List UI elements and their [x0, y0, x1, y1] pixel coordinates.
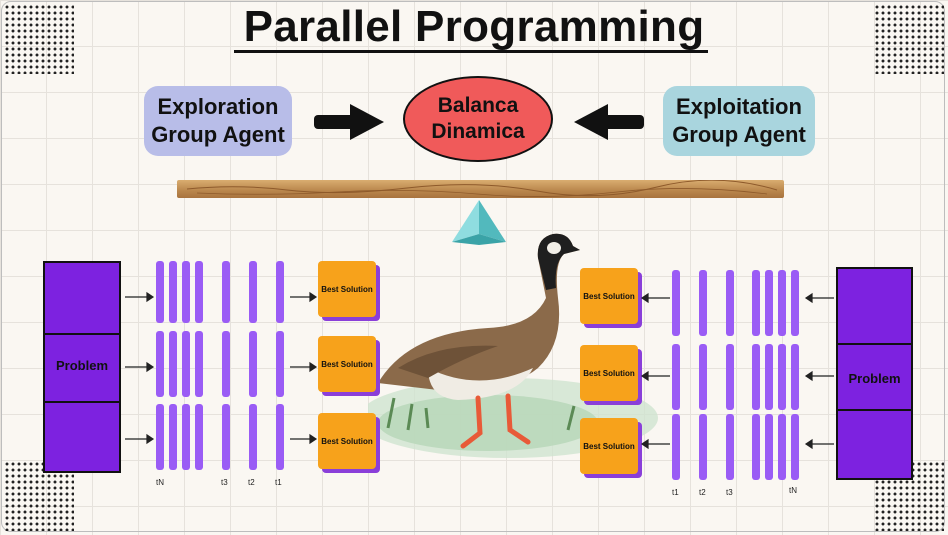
bar — [249, 404, 257, 470]
bar — [249, 261, 257, 323]
left-problem-label: Problem — [55, 358, 108, 373]
left-time-label: t1 — [275, 478, 282, 487]
bar — [156, 404, 164, 470]
bar — [195, 404, 203, 470]
title-underline — [234, 50, 708, 53]
bar — [182, 404, 190, 470]
right-best-solution: Best Solution — [580, 345, 638, 401]
bar — [156, 331, 164, 397]
balance-line1: Balanca — [437, 94, 519, 117]
bar — [222, 404, 230, 470]
bar — [778, 344, 786, 410]
bar — [276, 331, 284, 397]
bar — [672, 270, 680, 336]
bar — [791, 270, 799, 336]
bar — [169, 331, 177, 397]
exploitation-agent-line2: Group Agent — [672, 122, 806, 147]
right-output-arrows — [640, 292, 670, 450]
page-title: Parallel Programming — [243, 2, 705, 51]
left-best-solution: Best Solution — [318, 413, 376, 469]
right-time-label: t2 — [699, 488, 706, 497]
left-best-solution: Best Solution — [318, 261, 376, 317]
left-input-arrows — [125, 291, 155, 445]
bar — [276, 261, 284, 323]
bar — [765, 344, 773, 410]
arrow-left-icon — [574, 104, 644, 140]
exploration-agent-line2: Group Agent — [151, 122, 285, 147]
bar — [182, 331, 190, 397]
right-best-solution: Best Solution — [580, 268, 638, 324]
bar — [222, 261, 230, 323]
bar — [752, 344, 760, 410]
right-problem-block: Problem — [836, 267, 913, 480]
right-best-solution: Best Solution — [580, 418, 638, 474]
bar — [276, 404, 284, 470]
bar — [699, 344, 707, 410]
bar — [195, 261, 203, 323]
right-problem-divider — [838, 343, 911, 345]
balance-line2: Dinamica — [431, 120, 525, 143]
right-input-arrows — [804, 292, 834, 450]
left-time-label: tN — [156, 478, 164, 487]
bar — [765, 270, 773, 336]
bar — [699, 414, 707, 480]
right-time-label: t3 — [726, 488, 733, 497]
bar — [169, 404, 177, 470]
bar — [726, 344, 734, 410]
left-time-label: t2 — [248, 478, 255, 487]
left-output-arrows — [290, 291, 318, 445]
bar — [752, 270, 760, 336]
exploration-group-agent: Exploration Group Agent — [144, 86, 292, 156]
exploitation-agent-line1: Exploitation — [676, 94, 802, 119]
balance-plank — [177, 180, 784, 198]
bar — [222, 331, 230, 397]
left-best-solution: Best Solution — [318, 336, 376, 392]
bar — [249, 331, 257, 397]
bar — [699, 270, 707, 336]
bar — [752, 414, 760, 480]
bar — [765, 414, 773, 480]
bar — [778, 414, 786, 480]
balanca-dinamica-node: Balanca Dinamica — [403, 76, 553, 162]
bar — [778, 270, 786, 336]
bar — [672, 344, 680, 410]
right-problem-divider — [838, 409, 911, 411]
right-time-label: t1 — [672, 488, 679, 497]
bar — [672, 414, 680, 480]
right-problem-label: Problem — [848, 371, 901, 386]
exploration-agent-line1: Exploration — [157, 94, 279, 119]
fulcrum-pyramid-icon — [452, 200, 506, 245]
right-time-label: tN — [789, 486, 797, 495]
bar — [195, 331, 203, 397]
bar — [791, 344, 799, 410]
left-problem-divider — [45, 401, 119, 403]
left-problem-block: Problem — [43, 261, 121, 473]
bar — [726, 270, 734, 336]
bar — [726, 414, 734, 480]
arrow-right-icon — [314, 104, 384, 140]
bar — [182, 261, 190, 323]
corner-dots-top-right — [874, 4, 944, 74]
left-problem-divider — [45, 333, 119, 335]
corner-dots-top-left — [4, 4, 74, 74]
bar — [169, 261, 177, 323]
bar — [156, 261, 164, 323]
bar — [791, 414, 799, 480]
exploitation-group-agent: Exploitation Group Agent — [663, 86, 815, 156]
left-time-label: t3 — [221, 478, 228, 487]
